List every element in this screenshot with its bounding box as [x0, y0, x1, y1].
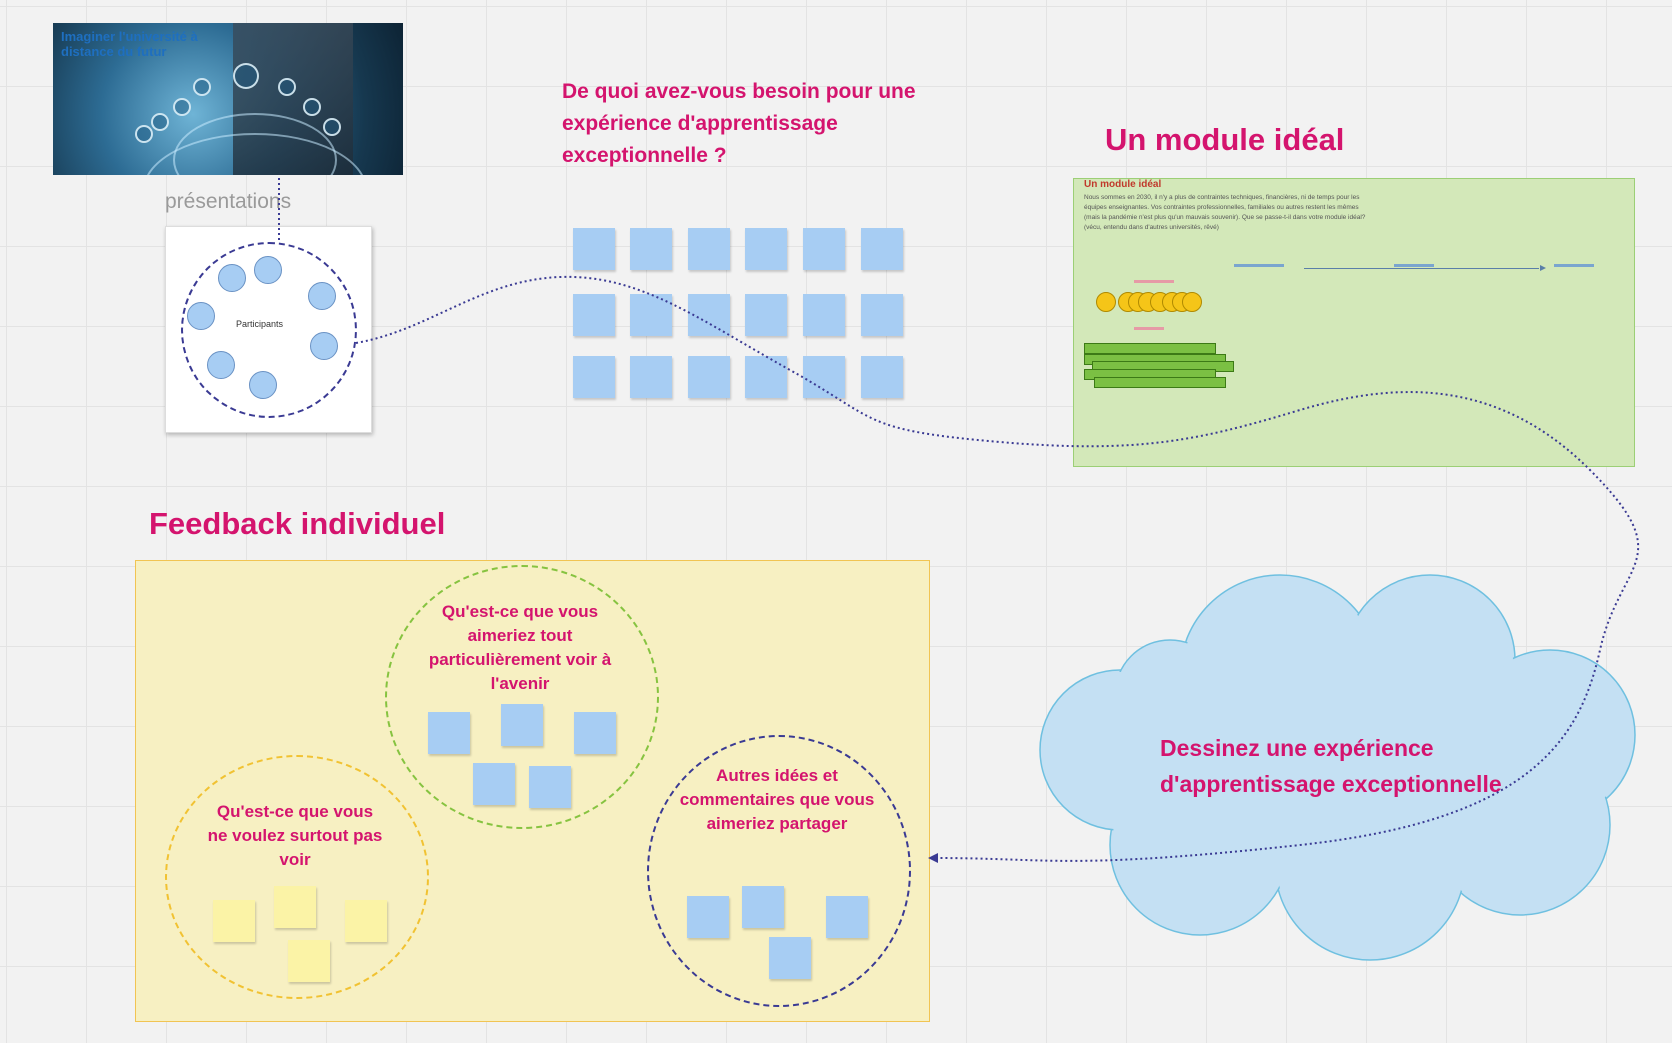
sticky-note[interactable] — [687, 896, 729, 938]
sticky-note[interactable] — [573, 356, 615, 398]
not-wanted-circle[interactable] — [165, 755, 429, 999]
chat-icon — [135, 125, 153, 143]
future-question: Qu'est-ce que vous aimeriez tout particu… — [428, 602, 612, 693]
sticky-note[interactable] — [428, 712, 470, 754]
sticky-note-yellow[interactable] — [213, 900, 255, 942]
module-frame[interactable]: Un module idéal Nous sommes en 2030, il … — [1073, 178, 1635, 467]
globe-icon — [173, 98, 191, 116]
future-circle[interactable] — [385, 565, 659, 829]
module-heading: Un module idéal — [1105, 122, 1345, 157]
user-icon — [278, 78, 296, 96]
sticky-note-yellow[interactable] — [345, 900, 387, 942]
banner-title: Imaginer l'université à distance du futu… — [61, 29, 198, 59]
sticky-note[interactable] — [630, 294, 672, 336]
participants-label: Participants — [236, 319, 284, 329]
graduation-cap-icon — [233, 63, 259, 89]
arrow-head-icon — [928, 853, 938, 863]
sticky-note[interactable] — [745, 228, 787, 270]
sticky-note[interactable] — [826, 896, 868, 938]
participant-dot[interactable] — [207, 351, 235, 379]
sticky-note[interactable] — [803, 228, 845, 270]
feedback-heading: Feedback individuel — [149, 506, 446, 541]
settings-icon — [303, 98, 321, 116]
sticky-note[interactable] — [803, 356, 845, 398]
module-bar[interactable] — [1094, 377, 1226, 388]
needs-heading: De quoi avez-vous besoin pour une expéri… — [562, 80, 916, 167]
flow-connector[interactable] — [355, 275, 1640, 862]
persona-token[interactable] — [1096, 292, 1116, 312]
sticky-note[interactable] — [473, 763, 515, 805]
sticky-note-yellow[interactable] — [274, 886, 316, 928]
cloud-shape[interactable] — [1030, 565, 1670, 970]
sticky-note[interactable] — [688, 356, 730, 398]
participants-circle — [181, 242, 357, 418]
sticky-note[interactable] — [573, 294, 615, 336]
participant-dot[interactable] — [310, 332, 338, 360]
other-ideas-circle[interactable] — [647, 735, 911, 1007]
module-bar[interactable] — [1084, 343, 1216, 354]
sticky-note[interactable] — [861, 356, 903, 398]
participant-dot[interactable] — [187, 302, 215, 330]
sticky-note[interactable] — [742, 886, 784, 928]
participant-dot[interactable] — [218, 264, 246, 292]
participants-card[interactable]: Participants — [165, 226, 372, 433]
module-frame-text: Nous sommes en 2030, il n'y a plus de co… — [1084, 194, 1366, 231]
participant-dot[interactable] — [254, 256, 282, 284]
sticky-note[interactable] — [574, 712, 616, 754]
participant-dot[interactable] — [249, 371, 277, 399]
sticky-note[interactable] — [501, 704, 543, 746]
sticky-note[interactable] — [803, 294, 845, 336]
sticky-note[interactable] — [861, 294, 903, 336]
sticky-note[interactable] — [630, 228, 672, 270]
sticky-note[interactable] — [769, 937, 811, 979]
module-frame-title: Un module idéal — [1084, 179, 1162, 190]
sticky-note[interactable] — [688, 228, 730, 270]
sticky-note[interactable] — [745, 294, 787, 336]
sticky-note[interactable] — [630, 356, 672, 398]
other-ideas-question: Autres idées et commentaires que vous ai… — [679, 766, 875, 833]
cloud-icon — [151, 113, 169, 131]
timeline-arrow — [1304, 268, 1539, 269]
sticky-note[interactable] — [688, 294, 730, 336]
arrow-head-icon — [1540, 265, 1546, 271]
sticky-note[interactable] — [573, 228, 615, 270]
network-icon — [193, 78, 211, 96]
sticky-note-yellow[interactable] — [288, 940, 330, 982]
participant-dot[interactable] — [308, 282, 336, 310]
sticky-note[interactable] — [745, 356, 787, 398]
sticky-note[interactable] — [861, 228, 903, 270]
sticky-note[interactable] — [529, 766, 571, 808]
banner-image[interactable]: Imaginer l'université à distance du futu… — [53, 23, 403, 175]
not-wanted-question: Qu'est-ce que vous ne voulez surtout pas… — [207, 802, 383, 869]
cloud-text: Dessinez une expérience d'apprentissage … — [1160, 735, 1502, 797]
persona-token[interactable] — [1182, 292, 1202, 312]
book-icon — [323, 118, 341, 136]
presentations-label: présentations — [165, 190, 292, 213]
